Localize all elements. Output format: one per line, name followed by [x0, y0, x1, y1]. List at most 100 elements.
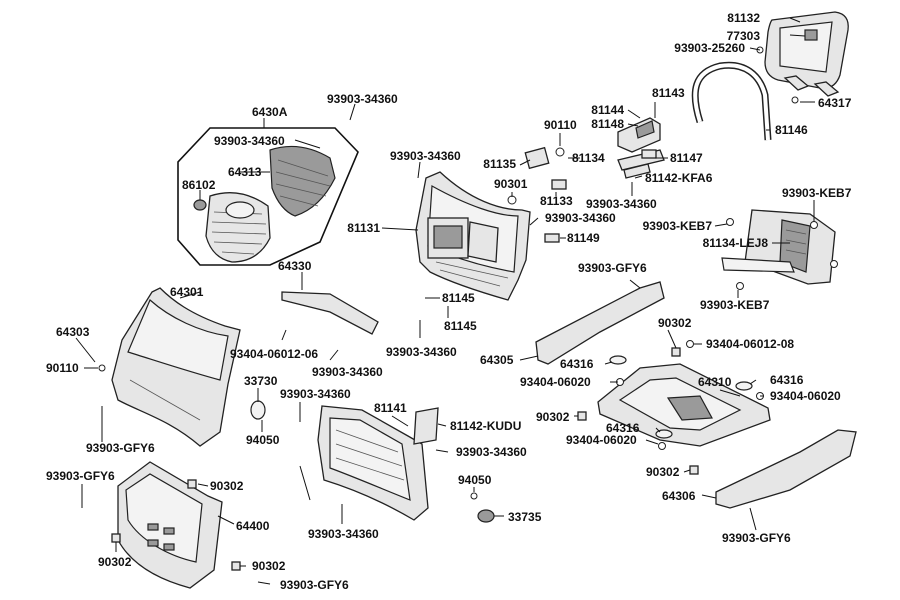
label-64400: 64400 — [236, 519, 270, 533]
bolt-icon — [555, 147, 565, 157]
label-64316-b: 64316 — [770, 373, 804, 387]
label-64303: 64303 — [56, 325, 90, 339]
label-90302-b: 90302 — [536, 410, 570, 424]
label-93404-06012-08: 93404-06012-08 — [706, 337, 794, 351]
label-33735: 33735 — [508, 510, 542, 524]
part-64330-trim — [281, 291, 379, 335]
part-81141-inner-panel — [317, 405, 429, 521]
label-93903-34360-e: 93903-34360 — [390, 149, 461, 163]
label-6430a: 6430A — [252, 105, 288, 119]
label-93404-06012-06: 93404-06012-06 — [230, 347, 318, 361]
label-81149: 81149 — [567, 231, 600, 245]
grille-group-frame — [177, 127, 359, 266]
part-81142-kfa6-bracket — [623, 163, 651, 179]
label-93404-06020-b: 93404-06020 — [770, 389, 841, 403]
bolt-icon — [98, 364, 106, 372]
label-81145-b: 81145 — [444, 319, 477, 333]
bolt-icon — [726, 218, 734, 226]
label-93903-34360-c: 93903-34360 — [327, 92, 398, 106]
label-93903-gfy6-d: 93903-GFY6 — [722, 531, 791, 545]
label-81141: 81141 — [374, 401, 407, 415]
label-81144: 81144 — [591, 103, 624, 117]
label-93903-gfy6-a: 93903-GFY6 — [578, 261, 647, 275]
part-81131-storage-box — [415, 171, 531, 301]
bolt-icon — [830, 260, 838, 268]
label-93903-keb7-b: 93903-KEB7 — [643, 219, 713, 233]
label-93903-25260: 93903-25260 — [674, 41, 745, 55]
part-64400-lower-cover — [117, 461, 223, 589]
bolt-icon — [658, 442, 666, 450]
label-93903-34360-j: 93903-34360 — [308, 527, 379, 541]
label-90110: 90110 — [544, 118, 577, 132]
label-64317: 64317 — [818, 96, 852, 110]
part-81146-arch — [691, 61, 772, 141]
label-90110-b: 90110 — [46, 361, 79, 375]
label-93903-keb7-a: 93903-KEB7 — [782, 186, 852, 200]
label-81147: 81147 — [670, 151, 703, 165]
clip-90302-icon — [231, 561, 241, 571]
bolt-icon — [791, 96, 799, 104]
label-93903-34360-a: 93903-34360 — [586, 197, 657, 211]
part-81142-kudu-bracket — [413, 407, 439, 445]
label-93903-keb7-c: 93903-KEB7 — [700, 298, 770, 312]
label-64301: 64301 — [170, 285, 204, 299]
label-81135: 81135 — [483, 157, 516, 171]
part-81148-hinge — [617, 117, 661, 153]
clip-90302-icon — [577, 411, 587, 421]
label-93903-34360-h: 93903-34360 — [280, 387, 351, 401]
clip-90302-icon — [187, 479, 197, 489]
part-81149-screw — [544, 233, 560, 243]
label-81134-lej8: 81134-LEJ8 — [703, 236, 769, 250]
grommet-64316-icon — [655, 429, 673, 439]
label-81131: 81131 — [347, 221, 380, 235]
label-93404-06020-a: 93404-06020 — [520, 375, 591, 389]
grommet-64316-icon — [609, 355, 627, 365]
label-94050-a: 94050 — [246, 433, 280, 447]
grommet-64316-icon — [735, 381, 753, 391]
label-64330: 64330 — [278, 259, 312, 273]
label-90302-e: 90302 — [98, 555, 132, 569]
part-81133-clip — [551, 179, 567, 190]
part-81132-rack — [764, 11, 849, 97]
label-93903-34360-f: 93903-34360 — [312, 365, 383, 379]
label-64316-c: 64316 — [606, 421, 640, 435]
leader-lines — [75, 17, 815, 585]
label-93903-gfy6-c: 93903-GFY6 — [46, 469, 115, 483]
label-33730: 33730 — [244, 374, 278, 388]
clip-90302-icon — [111, 533, 121, 543]
part-number-labels: 81132 77303 93903-25260 64317 81146 8114… — [46, 11, 852, 592]
label-93903-34360-b: 93903-34360 — [545, 211, 616, 225]
label-93903-34360-i: 93903-34360 — [456, 445, 527, 459]
part-64301-front-cover — [111, 287, 241, 447]
bolt-icon — [810, 221, 818, 229]
label-81133: 81133 — [540, 194, 573, 208]
label-90302-d: 90302 — [646, 465, 680, 479]
label-81142-kfa6: 81142-KFA6 — [645, 171, 713, 185]
clip-90302-icon — [689, 465, 699, 475]
label-86102: 86102 — [182, 178, 216, 192]
part-64310-floor — [597, 363, 771, 447]
part-64305-side-rail — [535, 281, 665, 365]
label-90301: 90301 — [494, 177, 528, 191]
label-64305: 64305 — [480, 353, 514, 367]
label-94050-b: 94050 — [458, 473, 492, 487]
label-93903-gfy6-e: 93903-GFY6 — [280, 578, 349, 592]
label-90302-c: 90302 — [210, 479, 244, 493]
part-64313-mesh — [269, 145, 336, 217]
label-81145-a: 81145 — [442, 291, 475, 305]
label-93903-34360-g: 93903-34360 — [386, 345, 457, 359]
clip-90302-icon — [671, 347, 681, 357]
bolt-icon — [736, 282, 744, 290]
label-81132: 81132 — [727, 11, 760, 25]
label-93903-34360-d: 93903-34360 — [214, 134, 285, 148]
label-81148: 81148 — [591, 117, 624, 131]
label-77303: 77303 — [727, 29, 761, 43]
part-64306-lower-rail — [715, 429, 857, 509]
part-81135-plate — [524, 146, 550, 170]
bolt-icon — [470, 492, 478, 500]
part-81147-pin — [641, 149, 657, 159]
label-81143: 81143 — [652, 86, 685, 100]
label-93903-gfy6-b: 93903-GFY6 — [86, 441, 155, 455]
